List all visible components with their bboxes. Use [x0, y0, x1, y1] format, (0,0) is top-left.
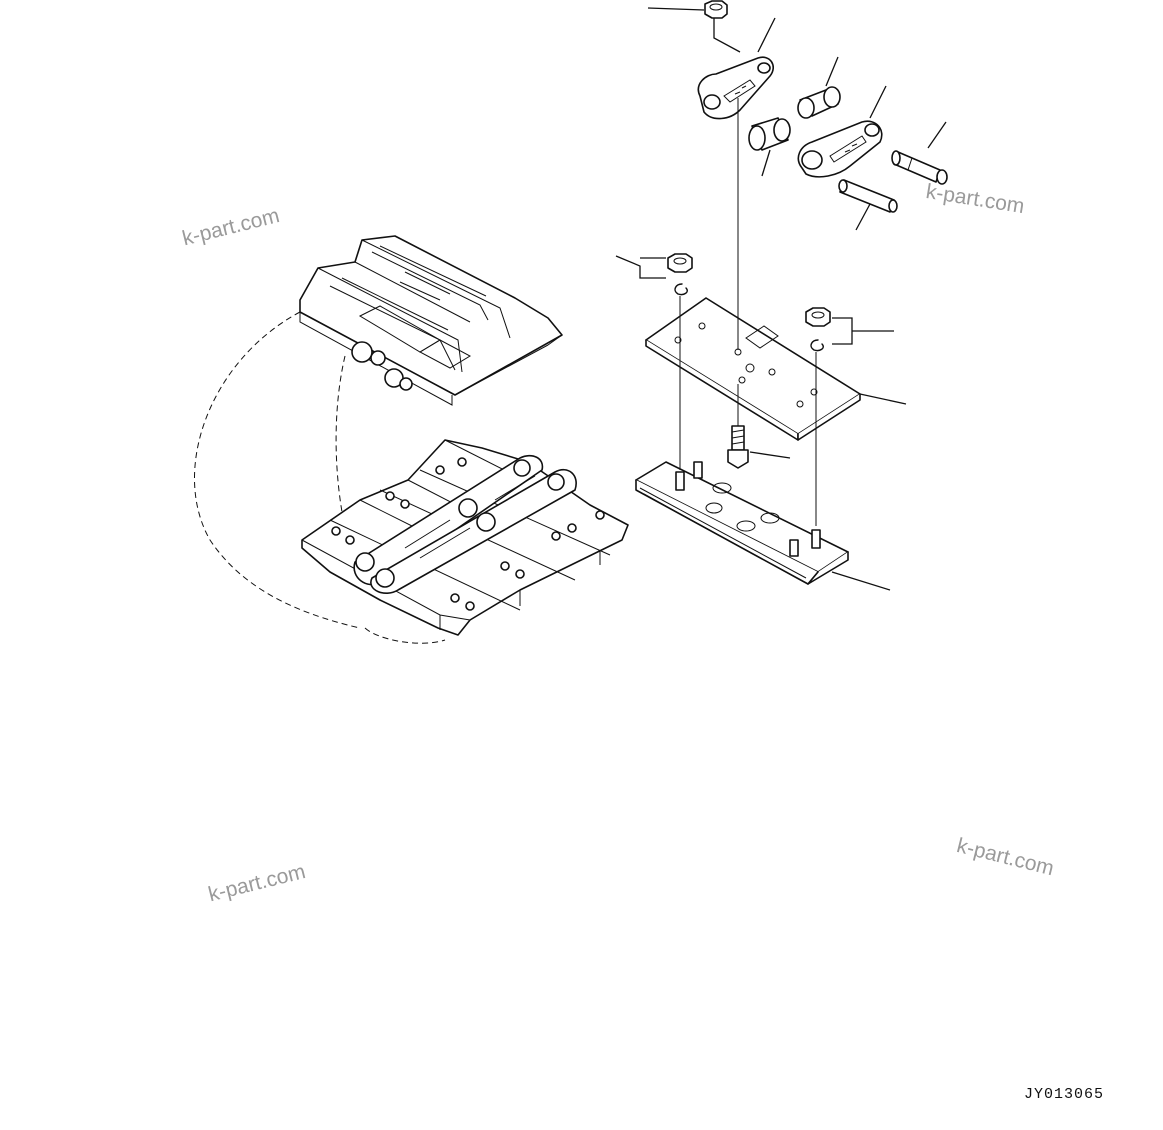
track-link-left: [698, 18, 775, 119]
shoe-nut-and-washer-left: [616, 254, 692, 295]
upper-track-block: [300, 236, 562, 405]
shoe-bolt-heads: [332, 458, 604, 610]
bushing-upper: [798, 57, 840, 118]
bushing-lower: [749, 118, 790, 176]
drawing-code-label: JY013065: [1024, 1086, 1105, 1103]
assembled-track-illustration: [194, 236, 628, 643]
link-nut-top: [648, 1, 740, 52]
lower-track-block: [302, 440, 628, 635]
master-pin: [839, 180, 897, 230]
track-pin: [892, 122, 947, 184]
shoe-nut-and-washer-right: [806, 308, 894, 351]
track-grouser-plate: [636, 462, 890, 590]
track-link-chain: [354, 456, 576, 594]
assembly-guide-lines: [680, 98, 816, 526]
track-link-right: [798, 86, 886, 177]
track-shoe-plate: [646, 298, 906, 440]
shoe-bolt: [728, 426, 790, 468]
